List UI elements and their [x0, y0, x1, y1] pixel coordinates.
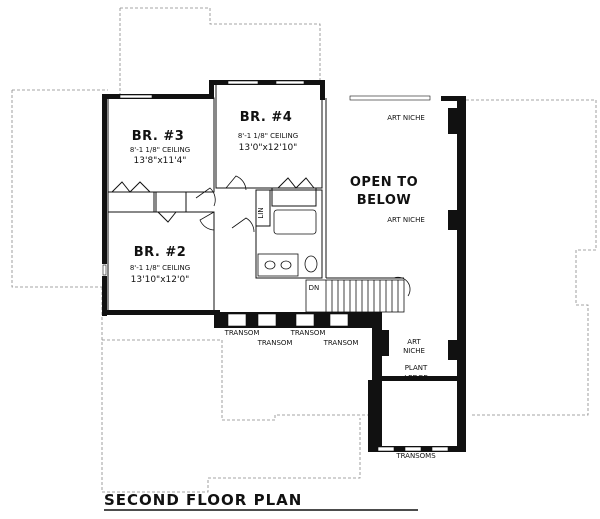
sink-left	[264, 260, 276, 270]
sink-right	[280, 260, 292, 270]
toilet	[304, 255, 318, 273]
plant-ledge-label-a: PLANT	[405, 364, 428, 372]
bedroom-3-size: 13'8"x11'4"	[134, 156, 187, 166]
door-swings	[195, 175, 255, 233]
open-to-below-line2: BELOW	[357, 193, 412, 208]
plan-title: SECOND FLOOR PLAN	[104, 491, 302, 509]
art-niche-label-1: ART NICHE	[387, 114, 425, 122]
windows	[102, 80, 449, 452]
roof-outline	[11, 7, 597, 493]
stair-down-label: DN	[309, 284, 320, 292]
plant-ledge-label-b: LEDGE	[404, 374, 428, 382]
transom-label-3: TRANSOM	[290, 329, 326, 337]
transom-label-2: TRANSOM	[257, 339, 293, 347]
closets	[107, 177, 317, 227]
transom-label-4: TRANSOM	[323, 339, 359, 347]
art-niche-label-2: ART NICHE	[387, 216, 425, 224]
bedroom-2-size: 13'10"x12'0"	[131, 275, 190, 285]
vanity	[257, 253, 299, 277]
stair	[305, 276, 411, 313]
art-niche-label-3b: NICHE	[403, 347, 425, 355]
bedroom-4-ceiling: 8'-1 1/8" CEILING	[238, 132, 298, 140]
bedroom-2-name: BR. #2	[134, 245, 187, 260]
art-niche-label-3a: ART	[407, 338, 421, 346]
bedroom-2-area	[107, 211, 215, 313]
open-to-below-line1: OPEN TO	[350, 175, 418, 190]
bedroom-3-ceiling: 8'-1 1/8" CEILING	[130, 146, 190, 154]
bath-area	[255, 189, 323, 279]
bedroom-2-ceiling: 8'-1 1/8" CEILING	[130, 264, 190, 272]
bathtub	[273, 209, 317, 235]
bedroom-4-size: 13'0"x12'10"	[239, 143, 298, 153]
linen-closet-label: LIN	[257, 207, 265, 218]
transom-label-1: TRANSOM	[224, 329, 260, 337]
bedroom-3-name: BR. #3	[132, 129, 185, 144]
guardrail	[325, 98, 404, 279]
transoms-label: TRANSOMS	[395, 452, 436, 460]
bath-fixtures	[257, 209, 318, 277]
bedroom-3-area	[107, 97, 215, 193]
bedroom-4-name: BR. #4	[240, 110, 293, 125]
